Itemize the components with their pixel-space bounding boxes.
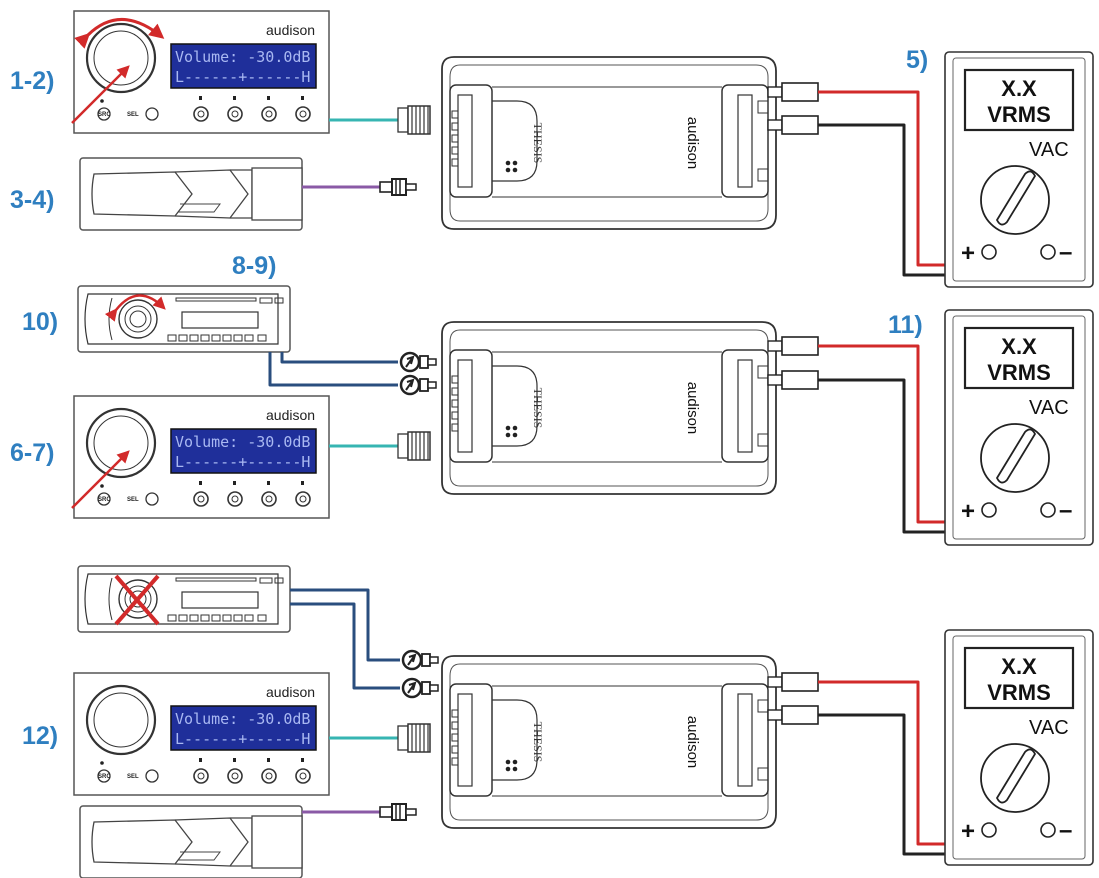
rca-connector xyxy=(399,374,438,396)
control-unit: audison Volume: -30.0dB L------+------H … xyxy=(72,671,331,797)
lcd-line-2: L------+------H xyxy=(175,68,310,86)
jack-connector xyxy=(379,178,417,196)
meter-unit: VRMS xyxy=(987,102,1051,127)
step-label: 11) xyxy=(888,311,923,339)
head-unit xyxy=(77,285,291,353)
push-arrow xyxy=(71,65,130,124)
section-2: 8-9) 10) audison Volume: -30.0dB L------… xyxy=(10,252,1095,547)
disabled-cross-icon xyxy=(114,574,160,626)
meter-reading: X.X xyxy=(1001,654,1037,679)
step-label: 6-7) xyxy=(10,439,54,467)
rotate-arrow xyxy=(74,18,165,49)
head-unit xyxy=(77,565,291,633)
control-unit: audison Volume: -30.0dB L------+------H … xyxy=(71,394,331,520)
ring-connector xyxy=(397,105,431,135)
meter-reading: X.X xyxy=(1001,76,1037,101)
lcd-line-1: Volume: -30.0dB xyxy=(175,48,310,66)
lcd-line-2: L------+------H xyxy=(175,730,310,748)
lcd-line-1: Volume: -30.0dB xyxy=(175,433,310,451)
rca-cable xyxy=(290,602,400,690)
step-label: 8-9) xyxy=(232,252,276,280)
section-1: audison Volume: -30.0dB L------+------H … xyxy=(10,9,1095,289)
meter-unit: VRMS xyxy=(987,360,1051,385)
meter-plus: + xyxy=(961,240,975,267)
push-arrow xyxy=(71,450,130,509)
meter-reading: X.X xyxy=(1001,334,1037,359)
usb-stick xyxy=(79,157,303,231)
rca-connector xyxy=(401,677,440,699)
ring-connector xyxy=(397,723,431,753)
amplifier: THESIS audison xyxy=(441,655,777,829)
src-label: SRC xyxy=(98,497,111,503)
meter-plus: + xyxy=(961,818,975,845)
meter-mode: VAC xyxy=(1029,397,1069,419)
usb-stick xyxy=(79,805,303,878)
amplifier: THESIS audison xyxy=(441,321,777,495)
meter-unit: VRMS xyxy=(987,680,1051,705)
step-label: 3-4) xyxy=(10,186,54,214)
multimeter: X.X VRMS VAC + – xyxy=(943,50,1095,289)
step-label: 1-2) xyxy=(10,67,54,95)
lcd-line-1: Volume: -30.0dB xyxy=(175,710,310,728)
rca-connector xyxy=(399,351,438,373)
amp-brand: audison xyxy=(684,716,701,769)
step-label: 10) xyxy=(22,308,58,336)
meter-minus: – xyxy=(1059,817,1072,844)
meter-minus: – xyxy=(1059,497,1072,524)
src-label: SRC xyxy=(98,112,111,118)
rca-cable xyxy=(268,352,398,387)
control-brand: audison xyxy=(266,684,315,700)
rca-cable xyxy=(290,588,400,662)
control-unit: audison Volume: -30.0dB L------+------H … xyxy=(71,9,331,135)
multimeter: X.X VRMS VAC + – xyxy=(943,628,1095,867)
amp-brand: audison xyxy=(684,382,701,435)
multimeter: X.X VRMS VAC + – xyxy=(943,308,1095,547)
meter-minus: – xyxy=(1059,239,1072,266)
meter-plus: + xyxy=(961,498,975,525)
amp-model: THESIS xyxy=(531,388,545,429)
step-label: 5) xyxy=(906,46,928,74)
step-label: 12) xyxy=(22,722,58,750)
sel-label: SEL xyxy=(127,774,139,780)
sel-label: SEL xyxy=(127,497,139,503)
section-3: audison Volume: -30.0dB L------+------H … xyxy=(22,565,1095,878)
rca-connector xyxy=(401,649,440,671)
amplifier: THESIS audison xyxy=(441,56,777,230)
jack-connector xyxy=(379,803,417,821)
meter-mode: VAC xyxy=(1029,139,1069,161)
rotate-arrow xyxy=(104,294,166,322)
rca-cable xyxy=(280,352,398,364)
amp-model: THESIS xyxy=(531,123,545,164)
sel-label: SEL xyxy=(127,112,139,118)
control-brand: audison xyxy=(266,22,315,38)
src-label: SRC xyxy=(98,774,111,780)
meter-mode: VAC xyxy=(1029,717,1069,739)
amp-model: THESIS xyxy=(531,722,545,763)
amp-brand: audison xyxy=(684,117,701,170)
control-brand: audison xyxy=(266,407,315,423)
lcd-line-2: L------+------H xyxy=(175,453,310,471)
ring-connector xyxy=(397,431,431,461)
